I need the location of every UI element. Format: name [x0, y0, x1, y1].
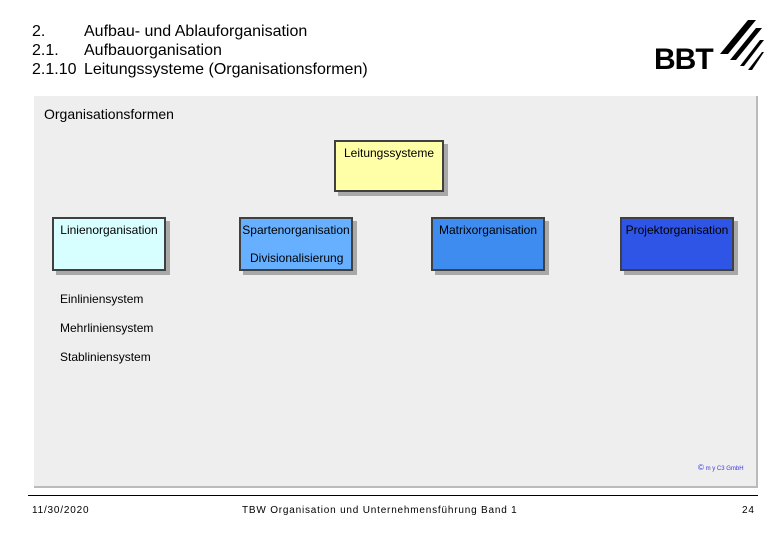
bbt-logo: BBT [654, 20, 764, 74]
box-leitungssysteme: Leitungssysteme [334, 140, 444, 192]
heading-text: Aufbauorganisation [84, 42, 222, 59]
heading-text: Leitungssysteme (Organisationsformen) [84, 61, 368, 78]
box-spartenorganisation: Spartenorganisation [239, 217, 353, 271]
footer-title: TBW Organisation und Unternehmensführung… [242, 505, 518, 516]
heading-number: 2. [32, 23, 46, 40]
diagram-panel: Organisationsformen Leitungssysteme Lini… [34, 96, 758, 488]
footer-divider [28, 495, 758, 496]
panel-title: Organisationsformen [44, 106, 174, 122]
heading-text: Aufbau- und Ablauforganisation [84, 23, 308, 40]
label-stabliniensystem: Stabliniensystem [60, 350, 151, 364]
svg-text:BBT: BBT [654, 43, 713, 74]
box-linienorganisation: Linienorganisation [52, 217, 166, 271]
copyright-note: © m y C3 GmbH [698, 463, 744, 472]
label-divisionalisierung: Divisionalisierung [250, 251, 344, 265]
heading-number: 2.1.10 [32, 61, 77, 78]
copyright-text: m y C3 GmbH [705, 466, 744, 472]
label-einliniensystem: Einliniensystem [60, 292, 144, 306]
footer-date: 11/30/2020 [32, 505, 90, 516]
box-matrixorganisation: Matrixorganisation [431, 217, 545, 271]
box-projektorganisation: Projektorganisation [620, 217, 734, 271]
heading-number: 2.1. [32, 42, 59, 59]
copyright-icon: © [698, 463, 704, 472]
label-mehrliniensystem: Mehrliniensystem [60, 321, 154, 335]
footer-page-number: 24 [742, 505, 755, 516]
